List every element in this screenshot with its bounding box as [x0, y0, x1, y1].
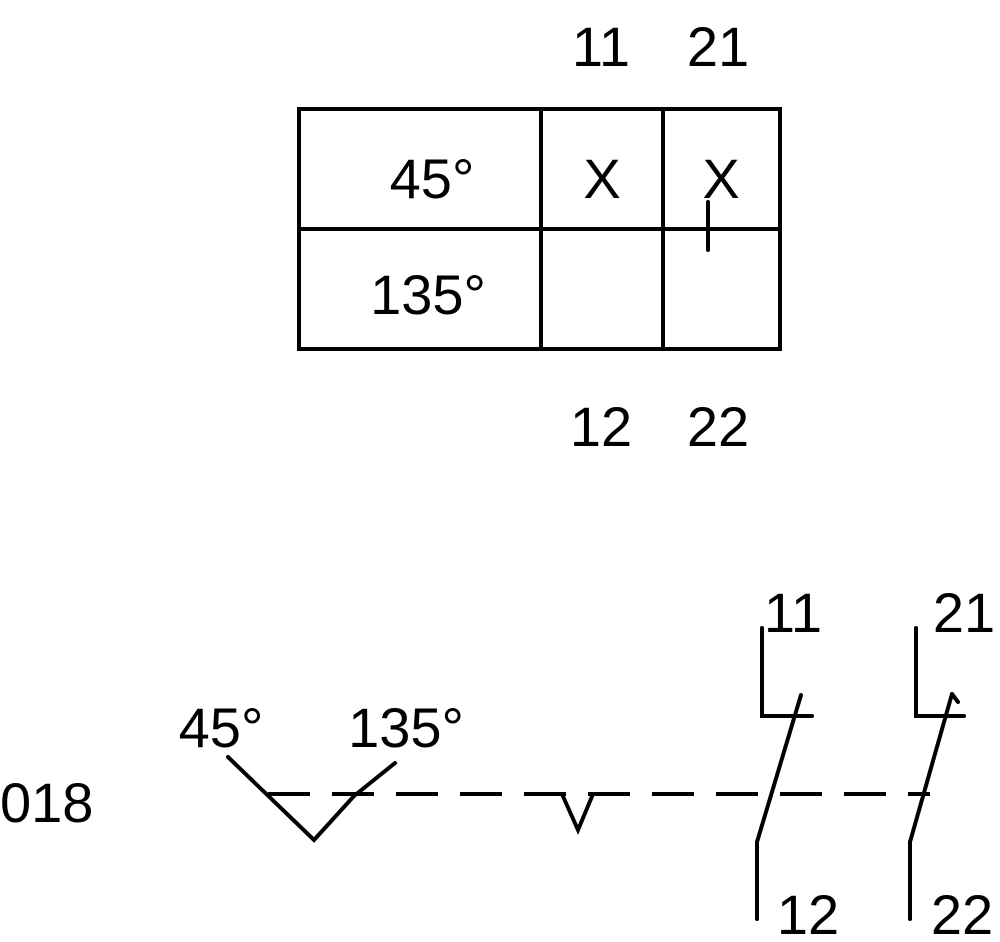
contact-1-top-label: 11 [764, 581, 822, 644]
table-cell-45-contact-2: X [702, 147, 739, 210]
table-row-angle-135: 135° [370, 263, 486, 326]
table-top-terminal-2: 21 [687, 15, 749, 78]
actuator-cam-symbol [226, 755, 356, 843]
table-bottom-terminal-1: 12 [570, 395, 632, 458]
detent-mark [560, 792, 595, 836]
actuator-135-stroke [352, 761, 397, 798]
contact-11-12: 11 12 [755, 581, 839, 942]
schematic-label: 018 [0, 771, 93, 834]
schematic-angle-45: 45° [179, 696, 264, 759]
contact-2-blade [908, 692, 954, 844]
contact-1-bottom-label: 12 [777, 883, 839, 942]
contact-1-blade [755, 693, 803, 844]
table-bottom-terminal-2: 22 [687, 395, 749, 458]
contact-2-top-label: 21 [933, 581, 995, 644]
switching-table: 11 21 45° X X 135° 12 22 [297, 15, 782, 458]
schematic-angle-135: 135° [348, 696, 464, 759]
table-row-angle-45: 45° [390, 147, 475, 210]
contact-2-bottom-label: 22 [931, 883, 993, 942]
contact-21-22: 21 22 [908, 581, 995, 942]
table-top-terminal-1: 11 [572, 15, 630, 78]
switch-schematic: 018 45° 135° 11 12 21 22 [0, 581, 995, 942]
contact-2-upper-terminal [914, 626, 966, 718]
table-cell-45-contact-1: X [583, 147, 620, 210]
